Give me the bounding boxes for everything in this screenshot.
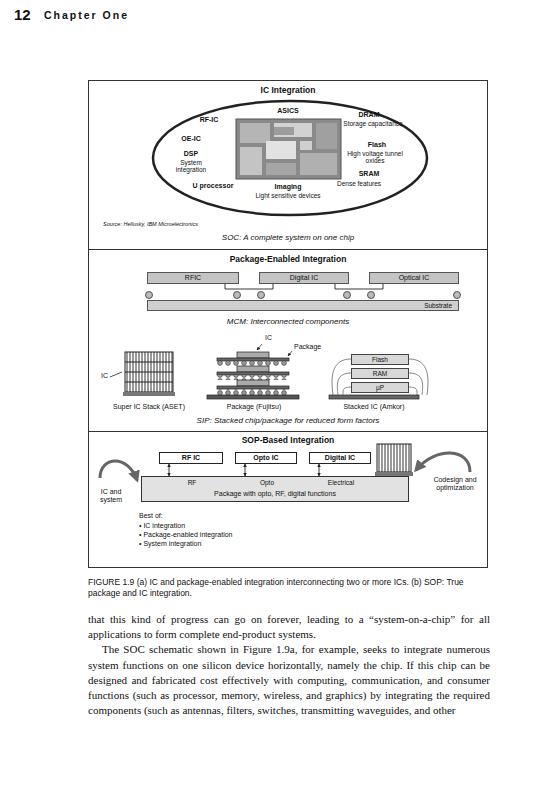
figure-panel: IC IntegrationSource: Hellusky, IBM Micr…	[88, 80, 488, 250]
function-note: Substrate	[424, 302, 452, 309]
part-label: Stacked IC (Amkor)	[324, 403, 424, 411]
die-box: RAM	[351, 368, 409, 379]
connector	[225, 284, 273, 289]
figure-panel: SOP-Based Integration IC and system Codesi…	[88, 431, 488, 568]
part-label: IC	[265, 334, 285, 342]
chip-box: Opto IC	[235, 452, 297, 464]
part-label: Best of:	[139, 512, 289, 520]
part-label: • IC integration	[139, 522, 339, 530]
function-name: DSP	[171, 150, 211, 158]
super-ic-stack	[110, 352, 175, 396]
part-label: Package (Fujitsu)	[204, 403, 304, 411]
die-box: Flash	[351, 354, 409, 365]
part-label: Super IC Stack (ASET)	[99, 403, 199, 411]
die-box: µP	[351, 382, 409, 393]
chip-label: Optical IC	[399, 274, 430, 282]
source-note: Source: Hellusky, IBM Microelectronics	[103, 221, 303, 227]
function-note: System integration	[166, 159, 216, 174]
panel-heading: SOP-Based Integration	[89, 436, 487, 446]
chip-box: RF IC	[159, 452, 223, 464]
heat-sink	[375, 444, 413, 476]
chip-label: RFIC	[185, 274, 201, 282]
stacked-package	[207, 344, 299, 399]
function-note: RAM	[373, 370, 387, 377]
function-note: Flash	[372, 356, 388, 363]
chip-label: Digital IC	[325, 454, 355, 462]
function-name: OE-IC	[171, 135, 211, 143]
chip-photo	[236, 119, 341, 179]
part-label: Package	[294, 343, 334, 351]
function-note: RF	[162, 479, 222, 486]
function-name: Imaging	[263, 183, 313, 191]
chip-label: Opto IC	[253, 454, 278, 462]
function-name: U processor	[181, 182, 245, 190]
figure-panel: Package-Enabled IntegrationMCM: Intercon…	[88, 249, 488, 432]
ellipse-outline	[151, 99, 429, 217]
chip-box: Digital IC	[309, 452, 371, 464]
connector	[169, 464, 170, 476]
chip-box: RFIC	[147, 272, 239, 284]
chip-label: RF IC	[182, 454, 200, 462]
solder-bumps	[146, 292, 461, 299]
function-name: DRAM	[349, 111, 389, 119]
function-name: SRAM	[349, 170, 389, 178]
part-label: IC and system	[91, 488, 131, 504]
substrate-bar: Substrate	[147, 300, 459, 311]
panel-heading: Package-Enabled Integration	[89, 255, 487, 265]
function-note: Storage capacitance	[343, 120, 403, 127]
function-note: Opto	[239, 479, 295, 486]
function-note: Light sensitive devices	[243, 192, 333, 199]
panel-caption: SIP: Stacked chip/package for reduced fo…	[89, 416, 487, 425]
connector	[335, 284, 383, 289]
panel-heading: IC Integration	[89, 86, 487, 96]
stacked-die	[329, 359, 428, 399]
chip-box: Optical IC	[369, 272, 459, 284]
connector	[319, 464, 320, 476]
chip-box: Digital IC	[259, 272, 349, 284]
chip-label: Digital IC	[290, 274, 318, 282]
body-text: The SOC schematic shown in Figure 1.9a, …	[88, 642, 490, 718]
part-label: Package with opto, RF, digital functions	[142, 490, 408, 498]
function-note: µP	[376, 384, 384, 391]
soc-ellipse: ASICS RF-IC DRAMStorage capacitanceOE-IC Fl…	[151, 99, 429, 217]
connector	[245, 464, 246, 476]
ellipse-outline	[153, 101, 427, 215]
figure-caption: FIGURE 1.9 (a) IC and package-enabled in…	[88, 577, 490, 599]
function-name: Flash	[357, 141, 397, 149]
function-note: Electrical	[311, 479, 371, 486]
function-name: ASICS	[268, 107, 308, 115]
part-label: • System integration	[139, 540, 339, 548]
part-label: • Package-enabled integration	[139, 531, 339, 539]
panel-caption: SOC: A complete system on one chip	[89, 233, 487, 242]
function-note: High voltage tunnel oxides	[347, 150, 403, 165]
panel-caption: MCM: Interconnected components	[89, 317, 487, 326]
running-head: Chapter One	[44, 9, 244, 21]
part-label: Codesign and optimization	[425, 476, 485, 492]
part-label: IC	[101, 372, 117, 380]
function-note: Dense features	[329, 180, 389, 187]
package-bar: RF Opto ElectricalPackage with opto, RF, d…	[141, 476, 409, 502]
function-name: RF-IC	[189, 116, 229, 124]
body-text: that this kind of progress can go on for…	[88, 612, 490, 642]
running-head: 12	[14, 6, 44, 23]
